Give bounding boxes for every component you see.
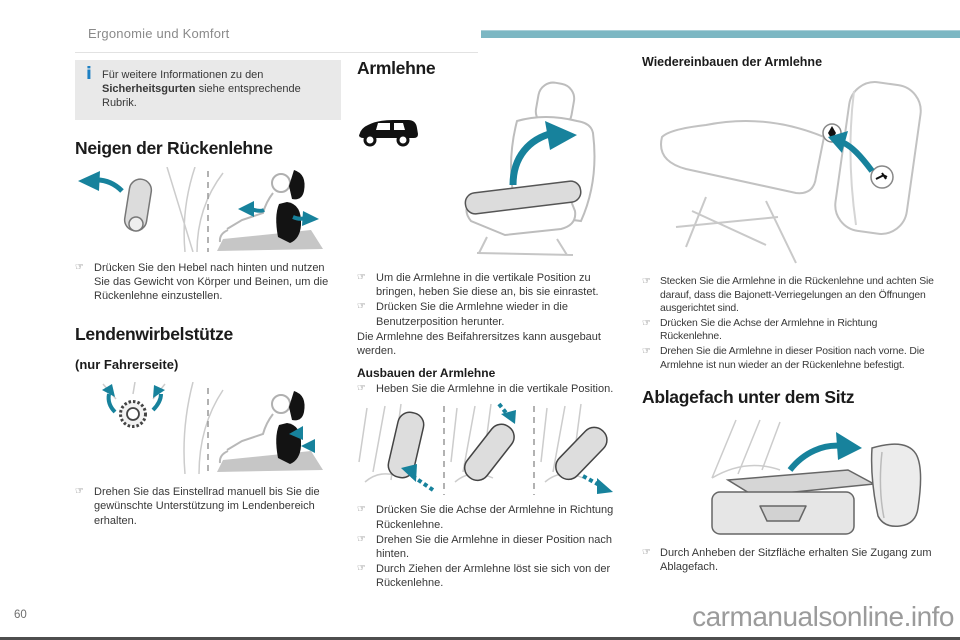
- info-icon: i: [86, 64, 92, 84]
- armrest-instruction-1: ☞ Um die Armlehne in die vertikale Posit…: [357, 271, 625, 299]
- bullet-text: Durch Anheben der Sitzfläche erhalten Si…: [660, 547, 932, 574]
- info-text-bold: Sicherheitsgurten: [102, 83, 196, 96]
- bullet-text: Drücken Sie den Hebel nach hinten und nu…: [94, 261, 329, 303]
- hand-bullet-icon: ☞: [357, 563, 366, 575]
- removal-step: ☞ Heben Sie die Armlehne in die vertikal…: [357, 382, 625, 396]
- armrest-note: Die Armlehne des Beifahrersitzes kann au…: [357, 330, 601, 358]
- refit-title: Wiedereinbauen der Armlehne: [642, 55, 823, 69]
- armrest-seat-illustration: [464, 81, 596, 256]
- refit-instruction-1: ☞ Stecken Sie die Armlehne in die Rücken…: [642, 275, 940, 316]
- storage-figure: [642, 418, 940, 536]
- hand-bullet-icon: ☞: [642, 547, 651, 559]
- bullet-text: Stecken Sie die Armlehne in die Rückenle…: [660, 276, 934, 315]
- page-number: 60: [14, 609, 27, 621]
- hand-bullet-icon: ☞: [357, 383, 366, 395]
- bottom-edge-rule: [0, 637, 960, 640]
- bullet-text: Um die Armlehne in die vertikale Positio…: [376, 272, 599, 299]
- refit-figure: [642, 75, 940, 267]
- refit-instruction-3: ☞ Drehen Sie die Armlehne in dieser Posi…: [642, 345, 940, 372]
- armrest-instruction-2: ☞ Drücken Sie die Armlehne wieder in die…: [357, 300, 625, 328]
- hand-bullet-icon: ☞: [642, 276, 651, 287]
- info-box: i Für weitere Informationen zu den Siche…: [75, 60, 341, 120]
- section-title-storage: Ablagefach unter dem Sitz: [642, 387, 855, 408]
- lumbar-dial-and-seat-icon: [102, 382, 323, 475]
- removal-instructions: ☞ Drücken Sie die Achse der Armlehne in …: [357, 503, 625, 590]
- bullet-text: Drücken Sie die Achse der Armlehne in Ri…: [376, 504, 614, 531]
- recline-illustration: [75, 166, 341, 252]
- hand-bullet-icon: ☞: [357, 272, 366, 283]
- removal-instruction-2: ☞ Drehen Sie die Armlehne in dieser Posi…: [357, 533, 625, 561]
- section-title-recline: Neigen der Rückenlehne: [75, 137, 273, 158]
- page-header-title: Ergonomie und Komfort: [88, 26, 230, 41]
- refit-instructions: ☞ Stecken Sie die Armlehne in die Rücken…: [642, 275, 940, 372]
- bullet-text: Drehen Sie das Einstellrad manuell bis S…: [94, 486, 320, 527]
- watermark: carmanualsonline.info: [692, 601, 954, 632]
- underseat-storage-illustration: [711, 419, 922, 535]
- bullet-text: Heben Sie die Armlehne in die vertikale …: [376, 383, 614, 396]
- armrest-figure: [357, 81, 625, 261]
- recline-instruction: ☞ Drücken Sie den Hebel nach hinten und …: [75, 261, 341, 304]
- hand-bullet-icon: ☞: [642, 317, 651, 329]
- refit-seat-illustration: [660, 81, 922, 264]
- section-title-armrest: Armlehne: [357, 58, 436, 78]
- lumbar-subtitle: (nur Fahrerseite): [75, 357, 179, 373]
- bullet-text: Durch Ziehen der Armlehne löst sie sich …: [376, 563, 611, 590]
- info-text-before: Für weitere Informationen zu den: [102, 69, 264, 81]
- column-middle: Armlehne ☞ Um die Armlehne in die vertik…: [357, 58, 625, 592]
- bullet-text: Drücken Sie die Achse der Armlehne in Ri…: [660, 317, 878, 343]
- bullet-text: Drehen Sie die Armlehne in dieser Positi…: [660, 345, 925, 371]
- lumbar-illustration: [75, 382, 341, 475]
- header-divider: [75, 52, 478, 53]
- bullet-text: Drücken Sie die Armlehne wieder in die B…: [376, 301, 568, 328]
- hand-bullet-icon: ☞: [75, 486, 84, 498]
- removal-instruction-3: ☞ Durch Ziehen der Armlehne löst sie sic…: [357, 562, 625, 590]
- lumbar-instruction: ☞ Drehen Sie das Einstellrad manuell bis…: [75, 485, 341, 528]
- column-right: Wiedereinbauen der Armlehne ☞ Stecken Si…: [642, 55, 940, 576]
- van-icon: [359, 120, 418, 147]
- recline-lever-and-seat-icon: [78, 166, 323, 252]
- hand-bullet-icon: ☞: [357, 533, 366, 545]
- removal-title: Ausbauen der Armlehne: [357, 366, 496, 381]
- refit-instruction-2: ☞ Drücken Sie die Achse der Armlehne in …: [642, 317, 940, 344]
- storage-instruction: ☞ Durch Anheben der Sitzfläche erhalten …: [642, 546, 940, 574]
- hand-bullet-icon: ☞: [642, 345, 651, 357]
- info-text-after: siehe entsprechende Rubrik.: [102, 83, 301, 110]
- hand-bullet-icon: ☞: [75, 261, 84, 273]
- top-accent-bar: [481, 30, 960, 38]
- armrest-instructions: ☞ Um die Armlehne in die vertikale Posit…: [357, 271, 625, 329]
- column-left: i Für weitere Informationen zu den Siche…: [75, 60, 341, 529]
- armrest-steps-illustration: [358, 403, 613, 496]
- armrest-steps-figure: [357, 400, 625, 496]
- hand-bullet-icon: ☞: [357, 301, 366, 313]
- section-title-lumbar: Lendenwirbelstütze: [75, 324, 233, 345]
- hand-bullet-icon: ☞: [357, 504, 366, 516]
- bullet-text: Drehen Sie die Armlehne in dieser Positi…: [376, 533, 613, 561]
- removal-instruction-1: ☞ Drücken Sie die Achse der Armlehne in …: [357, 503, 625, 531]
